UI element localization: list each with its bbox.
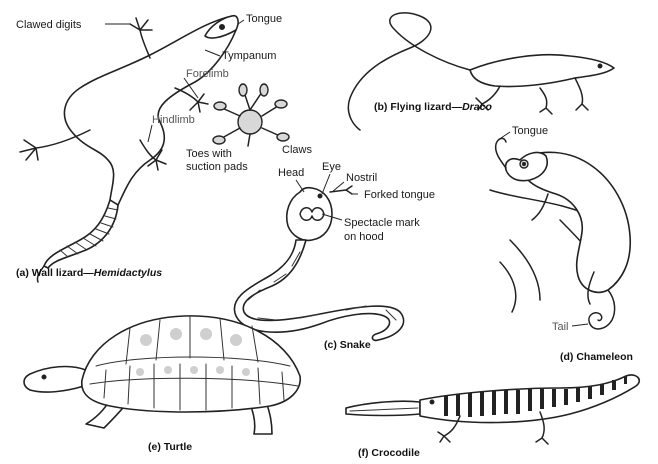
label-hindlimb: Hindlimb (152, 114, 195, 126)
label-claws: Claws (282, 144, 312, 156)
label-eye: Eye (322, 161, 341, 173)
suction-pad-toe-detail (213, 84, 289, 146)
caption-turtle: (e) Turtle (148, 441, 192, 453)
label-nostril: Nostril (346, 172, 377, 184)
label-spectacle-line1: Spectacle mark (344, 217, 420, 229)
label-forked-tongue: Forked tongue (364, 189, 435, 201)
label-toes-line2: suction pads (186, 161, 248, 173)
caption-crocodile: (f) Crocodile (358, 447, 420, 459)
label-forelimb: Forelimb (186, 68, 229, 80)
label-tympanum: Tympanum (222, 50, 276, 62)
label-spectacle-line2: on hood (344, 231, 384, 243)
label-tongue-chameleon: Tongue (512, 125, 548, 137)
crocodile-illustration (346, 375, 639, 444)
turtle-illustration (24, 316, 300, 434)
label-tail: Tail (552, 321, 569, 333)
caption-snake: (c) Snake (324, 339, 371, 351)
chameleon-illustration (490, 132, 630, 329)
label-clawed-digits: Clawed digits (16, 19, 82, 31)
caption-chameleon: (d) Chameleon (560, 351, 633, 363)
label-toes-line1: Toes with (186, 148, 232, 160)
caption-wall-lizard: (a) Wall lizard—Hemidactylus (16, 267, 162, 279)
caption-flying-lizard: (b) Flying lizard—Draco (374, 101, 492, 113)
label-tongue-lizard: Tongue (246, 13, 282, 25)
label-head: Head (278, 167, 304, 179)
